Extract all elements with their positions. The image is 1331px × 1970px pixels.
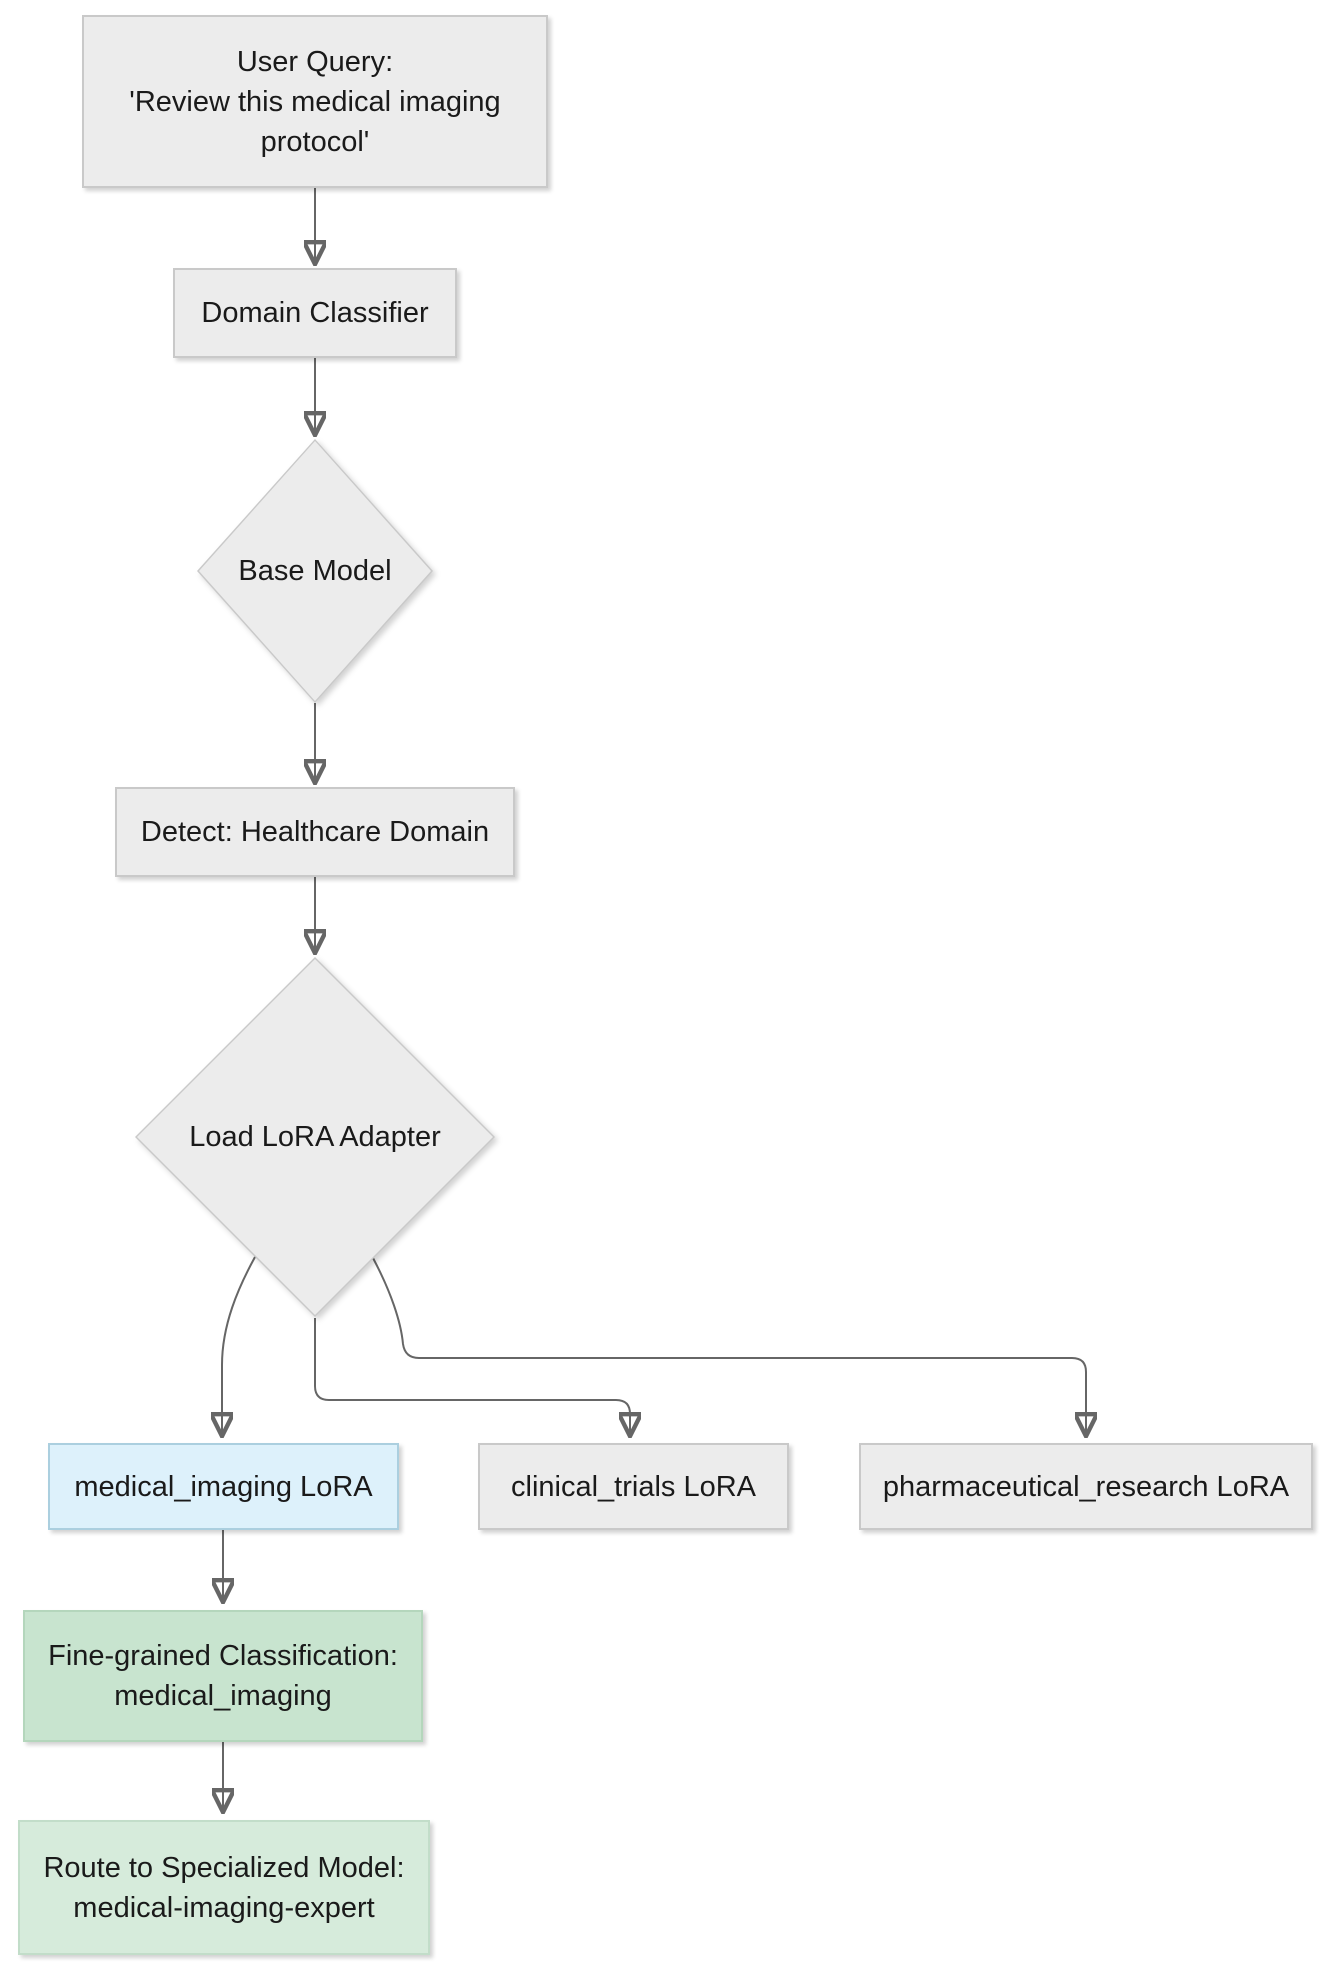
edge-load-lora-to-pharmaceutical — [372, 1257, 1086, 1434]
node-medical-imaging-lora-label: medical_imaging LoRA — [74, 1470, 373, 1503]
node-fine-grained-line2: medical_imaging — [114, 1680, 332, 1712]
node-route-line1: Route to Specialized Model: — [43, 1851, 405, 1884]
node-route-specialized-model: Route to Specialized Model: medical-imag… — [18, 1820, 430, 1955]
node-user-query-line1: User Query: — [236, 45, 394, 78]
node-domain-classifier-label: Domain Classifier — [201, 297, 429, 329]
node-user-query-line3: protocol' — [260, 125, 370, 158]
node-domain-classifier: Domain Classifier — [173, 268, 457, 358]
node-clinical-trials-lora-label: clinical_trials LoRA — [511, 1470, 756, 1503]
node-base-model: Base Model — [197, 439, 433, 703]
node-load-lora-adapter: Load LoRA Adapter — [135, 957, 495, 1317]
edge-load-lora-to-clinical-trials — [314, 1318, 630, 1434]
node-medical-imaging-lora: medical_imaging LoRA — [48, 1443, 399, 1530]
node-load-lora-adapter-label: Load LoRA Adapter — [189, 1120, 441, 1153]
node-route-line2: medical-imaging-expert — [73, 1891, 375, 1924]
node-base-model-label: Base Model — [238, 554, 392, 587]
edge-load-lora-to-medical-imaging — [222, 1256, 256, 1434]
node-pharmaceutical-research-lora-label: pharmaceutical_research LoRA — [882, 1470, 1290, 1503]
node-fine-grained-classification: Fine-grained Classification: medical_ima… — [23, 1610, 423, 1742]
node-clinical-trials-lora: clinical_trials LoRA — [478, 1443, 789, 1530]
node-user-query-line2: 'Review this medical imaging — [129, 85, 501, 118]
node-pharmaceutical-research-lora: pharmaceutical_research LoRA — [859, 1443, 1313, 1530]
node-fine-grained-line1: Fine-grained Classification: — [48, 1640, 398, 1672]
node-detect-healthcare: Detect: Healthcare Domain — [115, 787, 515, 877]
node-user-query: User Query: 'Review this medical imaging… — [82, 15, 548, 188]
node-detect-healthcare-label: Detect: Healthcare Domain — [140, 816, 490, 848]
